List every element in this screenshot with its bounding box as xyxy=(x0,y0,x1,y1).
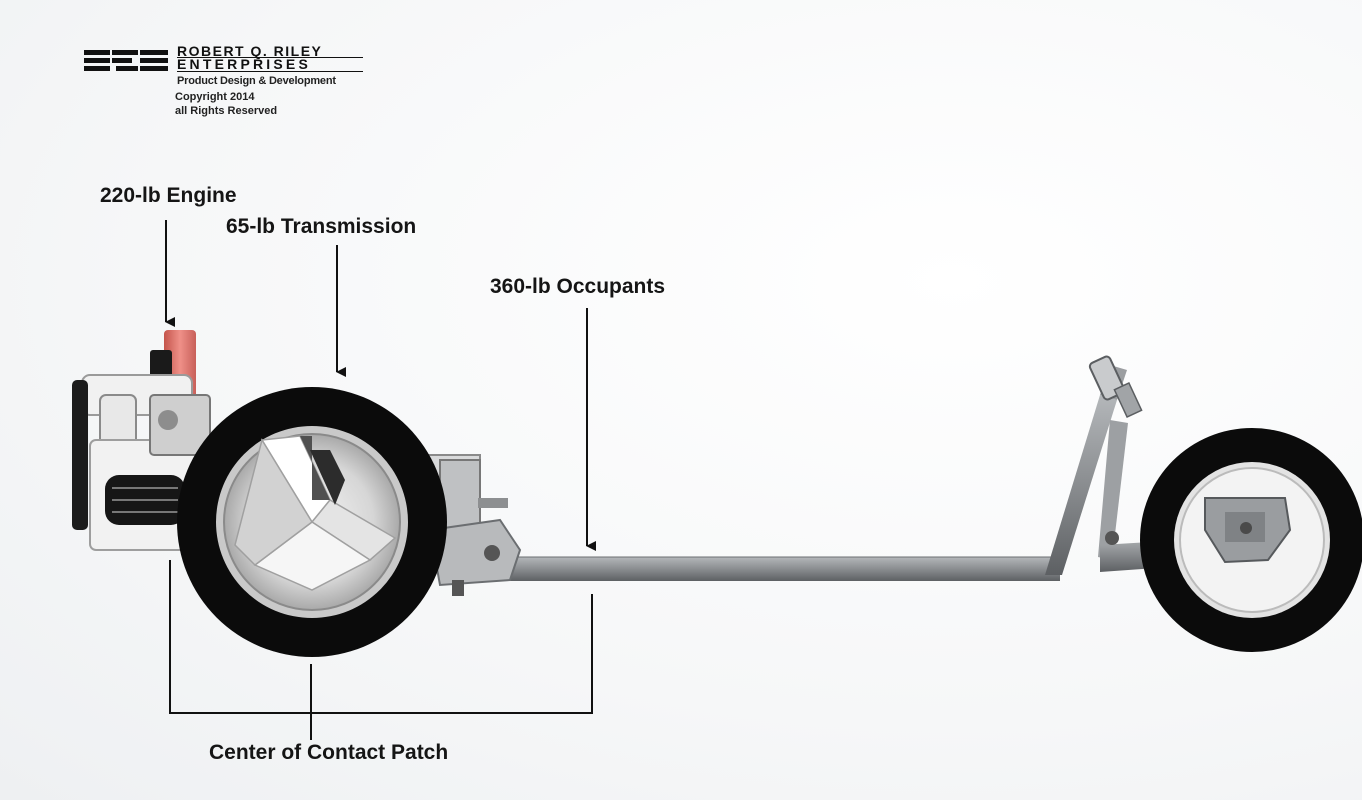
front-wheel xyxy=(177,387,447,657)
contact-patch-label: Center of Contact Patch xyxy=(209,741,449,764)
copyright-text: Copyright 2014 xyxy=(175,91,255,103)
logo-rule xyxy=(177,71,363,72)
logo-company-subname: ENTERPRISES xyxy=(177,56,311,72)
logo-bars-icon xyxy=(84,50,168,71)
engine-weight-label: 220-lb Engine xyxy=(100,184,237,207)
logo-tagline: Product Design & Development xyxy=(177,75,336,87)
transmission-weight-label: 65-lb Transmission xyxy=(226,215,417,238)
contact-patch-bracket xyxy=(169,560,593,740)
company-logo: ROBERT Q. RILEY ENTERPRISES Product Desi… xyxy=(84,44,384,124)
rear-wheel xyxy=(1140,428,1362,652)
occupants-weight-label: 360-lb Occupants xyxy=(490,275,666,298)
rights-text: all Rights Reserved xyxy=(175,105,278,117)
logo-company-name: ROBERT Q. RILEY xyxy=(177,43,323,59)
logo-rule xyxy=(177,57,363,58)
